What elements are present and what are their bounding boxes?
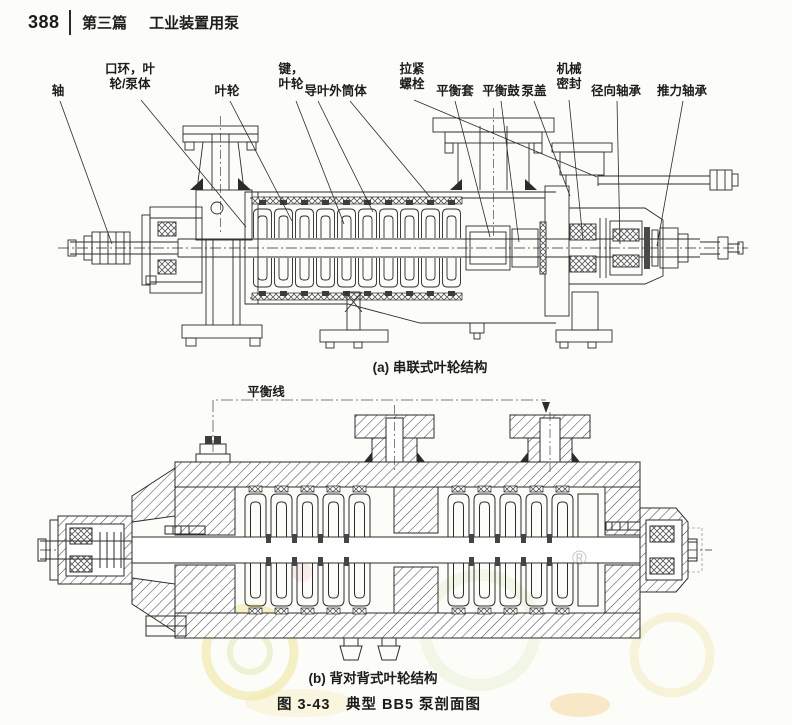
part-label-shaft: 轴 — [51, 84, 65, 98]
part-label-radial-bearing: 径向轴承 — [590, 84, 642, 98]
part-label-key-impeller: 键， 叶轮 — [278, 62, 304, 91]
diagram-a — [58, 108, 748, 349]
part-label-outer-barrel: 外筒体 — [329, 84, 367, 98]
part-label-impeller: 叶轮 — [214, 84, 240, 98]
part-label-pump-cover: 泵盖 — [521, 84, 547, 98]
caption-diagram-a: (a) 串联式叶轮结构 — [372, 360, 488, 375]
part-label-diffuser: 导叶 — [304, 84, 330, 98]
diagram-b — [37, 399, 712, 661]
part-label-wear-ring-impeller-casing: 口环，叶 轮/泵体 — [104, 62, 156, 91]
header-divider — [68, 10, 72, 35]
watermark-registered-symbol: ® — [572, 548, 587, 570]
part-label-tie-bolt: 拉紧 螺栓 — [399, 62, 425, 91]
page-header: 388 第三篇 工业装置用泵 — [28, 10, 239, 35]
balance-line — [195, 399, 550, 463]
part-label-balance-drum: 平衡鼓 — [482, 84, 520, 98]
part-label-balance-sleeve: 平衡套 — [436, 84, 474, 98]
chapter-title: 工业装置用泵 — [149, 15, 240, 32]
caption-diagram-b: (b) 背对背式叶轮结构 — [308, 671, 438, 686]
leader-lines — [59, 99, 684, 247]
part-heading: 第三篇 — [82, 15, 128, 32]
figure-caption: 图 3-43 典型 BB5 泵剖面图 — [276, 697, 482, 713]
balance-line-label: 平衡线 — [247, 385, 285, 399]
page-number: 388 — [28, 12, 60, 32]
part-label-mechanical-seal: 机械 密封 — [556, 62, 582, 91]
part-label-thrust-bearing: 推力轴承 — [656, 84, 708, 98]
